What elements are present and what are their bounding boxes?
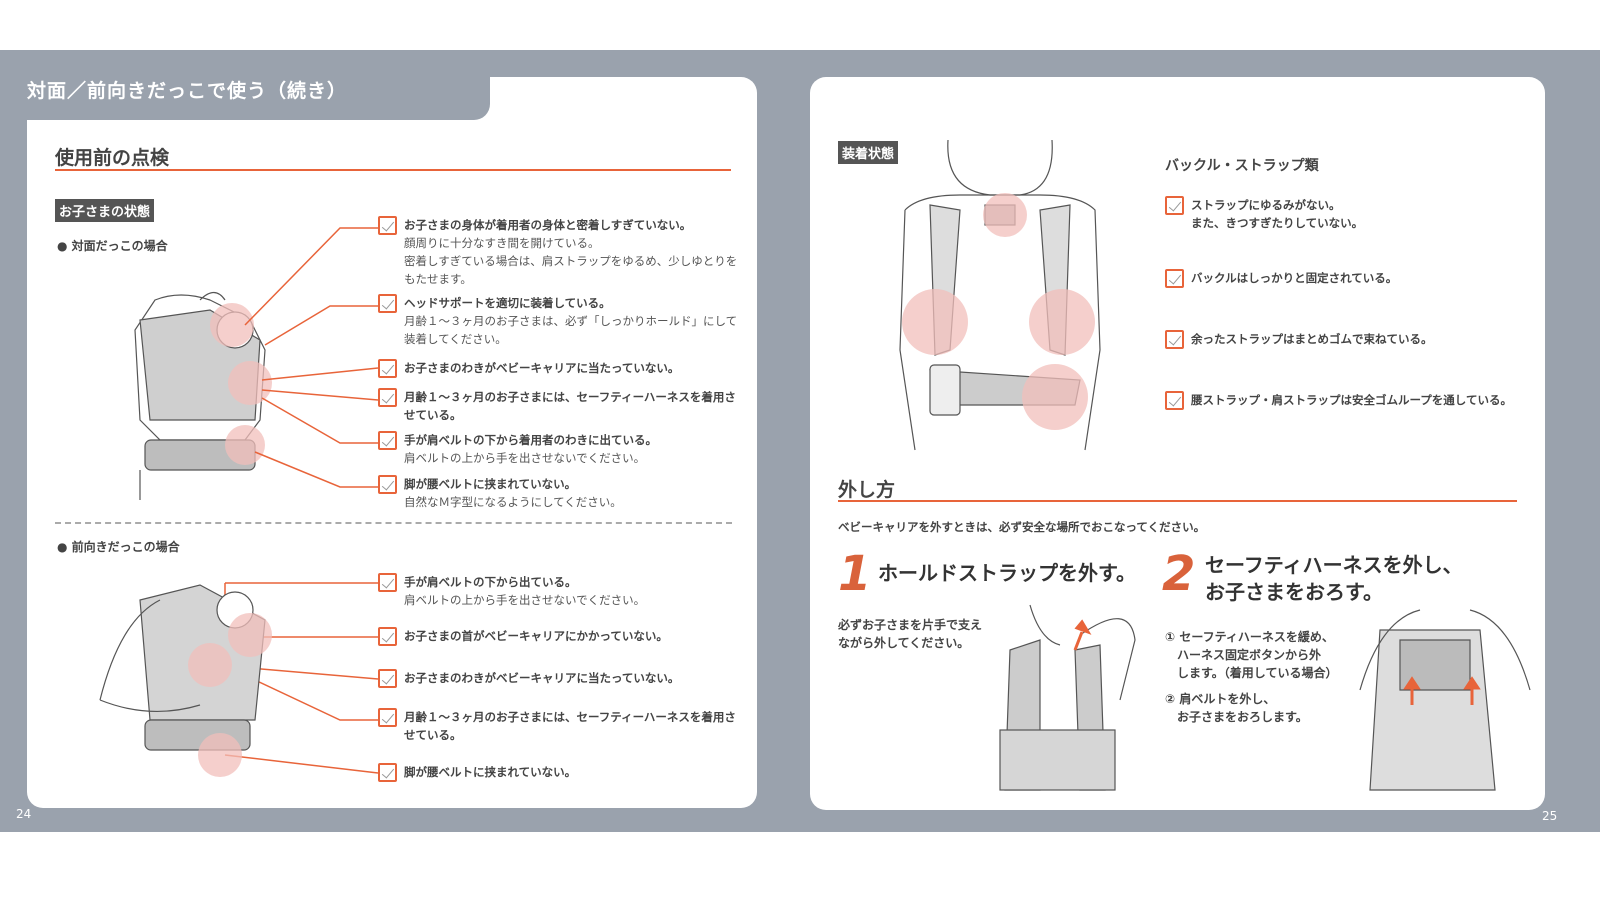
- step2-title: セーフティハーネスを外し、 お子さまをおろす。: [1205, 553, 1463, 604]
- step2-sub1: ① セーフティハーネスを緩め、 ハーネス固定ボタンから外 します。（着用している…: [1165, 630, 1338, 680]
- checkbox-icon: [378, 627, 397, 646]
- checklist-item: バックルはしっかりと固定されている。: [1165, 269, 1535, 288]
- item-main: お子さまのわきがベビーキャリアに当たっていない。: [404, 671, 680, 685]
- item-main: ヘッドサポートを適切に装着している。: [404, 296, 611, 310]
- checklist-item: 腰ストラップ・肩ストラップは安全ゴムループを通している。: [1165, 391, 1535, 410]
- checklist-item: ヘッドサポートを適切に装着している。月齢１～３ヶ月のお子さまは、必ず「しっかりホ…: [378, 294, 738, 348]
- step2-number: 2: [1162, 546, 1196, 602]
- step1-title: ホールドストラップを外す。: [878, 561, 1136, 585]
- item-main: お子さまの首がベビーキャリアにかかっていない。: [404, 629, 668, 643]
- checklist-item: お子さまのわきがベビーキャリアに当たっていない。: [378, 359, 738, 378]
- checklist-item: お子さまの首がベビーキャリアにかかっていない。: [378, 627, 738, 646]
- page-number-left: 24: [16, 807, 32, 821]
- item-main: 脚が腰ベルトに挟まれていない。: [404, 765, 577, 779]
- item-sub: 肩ベルトの上から手を出させないでください。: [404, 593, 646, 607]
- item-main: 脚が腰ベルトに挟まれていない。: [404, 477, 577, 491]
- item-sub: 月齢１～３ヶ月のお子さまは、必ず「しっかりホールド」にして装着してください。: [404, 314, 738, 346]
- buckle-heading: バックル・ストラップ類: [1165, 158, 1319, 174]
- item-main: ストラップにゆるみがない。 また、きつすぎたりしていない。: [1191, 198, 1364, 230]
- face-to-face-label: ● 対面だっこの場合: [57, 239, 168, 253]
- item-main: お子さまの身体が着用者の身体と密着しすぎていない。: [404, 218, 692, 232]
- checkbox-icon: [378, 708, 397, 727]
- checklist-item: 手が肩ベルトの下から出ている。肩ベルトの上から手を出させないでください。: [378, 573, 738, 609]
- worn-state-badge: 装着状態: [838, 141, 899, 164]
- removal-heading: 外し方: [838, 479, 896, 501]
- item-sub: 顔周りに十分なすき間を開けている。 密着しすぎている場合は、肩ストラップをゆるめ…: [404, 236, 738, 286]
- checkbox-icon: [378, 475, 397, 494]
- item-main: 月齢１～３ヶ月のお子さまには、セーフティーハーネスを着用させている。: [404, 390, 736, 422]
- item-main: 腰ストラップ・肩ストラップは安全ゴムループを通している。: [1191, 393, 1512, 407]
- checklist-item: 月齢１～３ヶ月のお子さまには、セーフティーハーネスを着用させている。: [378, 708, 738, 744]
- highlight-circles: [210, 303, 272, 465]
- title-tab: [27, 77, 490, 120]
- step1-number: 1: [838, 546, 872, 602]
- checklist-item: 余ったストラップはまとめゴムで束ねている。: [1165, 330, 1535, 349]
- item-main: お子さまのわきがベビーキャリアに当たっていない。: [404, 361, 680, 375]
- checklist-item: ストラップにゆるみがない。 また、きつすぎたりしていない。: [1165, 196, 1535, 232]
- item-main: 手が肩ベルトの下から着用者のわきに出ている。: [404, 433, 657, 447]
- checklist-item: 脚が腰ベルトに挟まれていない。自然なＭ字型になるようにしてください。: [378, 475, 738, 511]
- checkbox-icon: [378, 359, 397, 378]
- step1-note: 必ずお子さまを片手で支え ながら外してください。: [838, 618, 983, 650]
- facing-out-label: ● 前向きだっこの場合: [57, 540, 180, 554]
- leader-lines: [214, 227, 379, 774]
- item-main: 手が肩ベルトの下から出ている。: [404, 575, 577, 589]
- checkbox-icon: [378, 763, 397, 782]
- arrow-icons: [1073, 619, 1481, 705]
- checkbox-icon: [378, 294, 397, 313]
- removal-rule: [838, 500, 1517, 502]
- checkbox-icon: [378, 216, 397, 235]
- checkbox-icon: [1165, 330, 1184, 349]
- item-main: 月齢１～３ヶ月のお子さまには、セーフティーハーネスを着用させている。: [404, 710, 736, 742]
- checklist-item: 手が肩ベルトの下から着用者のわきに出ている。肩ベルトの上から手を出させないでくだ…: [378, 431, 738, 467]
- checkbox-icon: [378, 431, 397, 450]
- checkbox-icon: [378, 388, 397, 407]
- checklist-item: お子さまの身体が着用者の身体と密着しすぎていない。顔周りに十分なすき間を開けてい…: [378, 216, 738, 288]
- item-main: バックルはしっかりと固定されている。: [1191, 271, 1398, 285]
- checkbox-icon: [1165, 269, 1184, 288]
- checkbox-icon: [1165, 391, 1184, 410]
- item-sub: 肩ベルトの上から手を出させないでください。: [404, 451, 646, 465]
- removal-intro: ベビーキャリアを外すときは、必ず安全な場所でおこなってください。: [838, 520, 1206, 534]
- step2-sub2: ② 肩ベルトを外し、 お子さまをおろします。: [1165, 692, 1308, 724]
- checklist-item: 月齢１～３ヶ月のお子さまには、セーフティーハーネスを着用させている。: [378, 388, 738, 424]
- page-number-right: 25: [1542, 809, 1558, 823]
- heading-rule: [55, 169, 731, 171]
- section-heading: 使用前の点検: [55, 147, 170, 169]
- item-main: 余ったストラップはまとめゴムで束ねている。: [1191, 332, 1433, 346]
- item-sub: 自然なＭ字型になるようにしてください。: [404, 495, 622, 509]
- section-divider: [55, 522, 732, 524]
- checklist-item: 脚が腰ベルトに挟まれていない。: [378, 763, 738, 782]
- child-state-badge: お子さまの状態: [55, 199, 155, 222]
- page-title: 対面／前向きだっこで使う（続き）: [27, 80, 348, 102]
- checkbox-icon: [1165, 196, 1184, 215]
- checklist-item: お子さまのわきがベビーキャリアに当たっていない。: [378, 669, 738, 688]
- checkbox-icon: [378, 573, 397, 592]
- checkbox-icon: [378, 669, 397, 688]
